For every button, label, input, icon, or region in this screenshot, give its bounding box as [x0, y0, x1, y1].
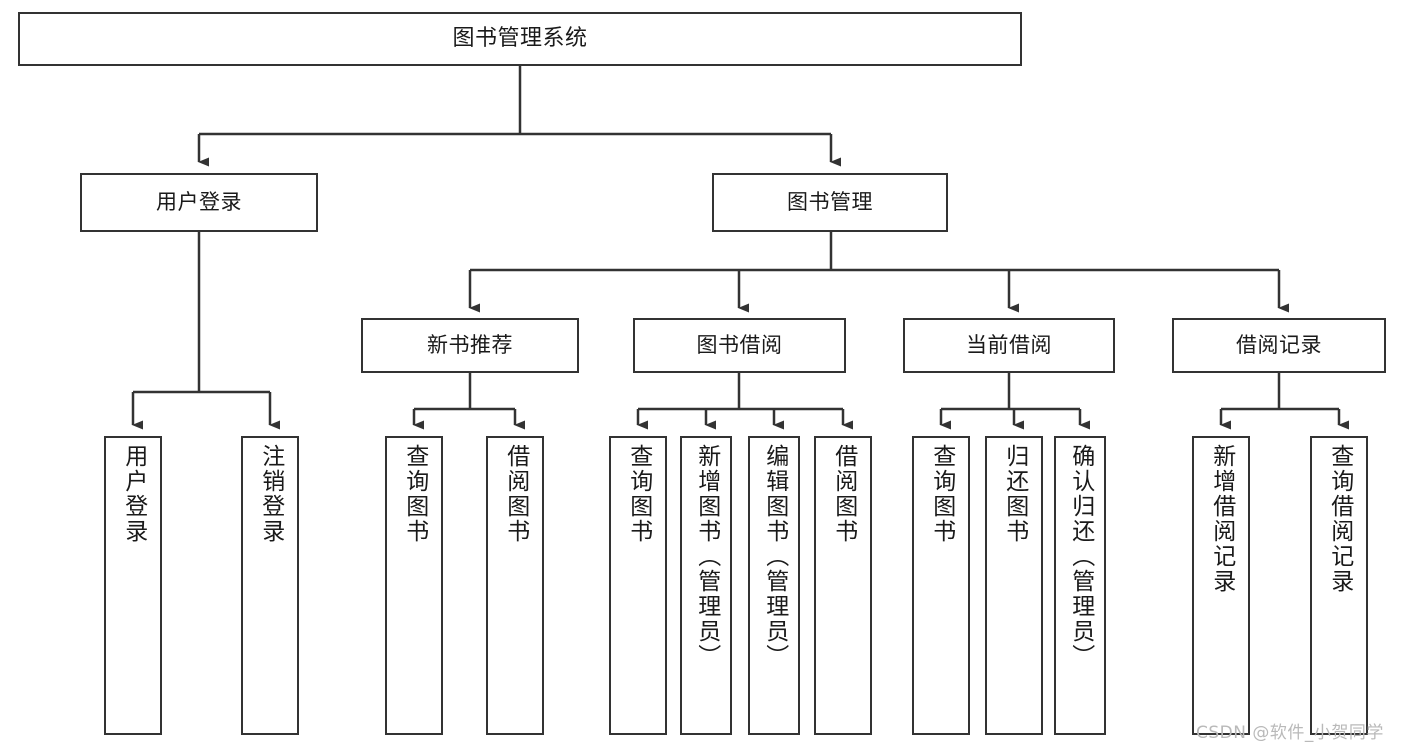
csdn-watermark: CSDN @软件_小贺同学 — [1196, 723, 1384, 743]
node-new-book-rec-label: 新书推荐 — [427, 333, 513, 358]
node-leaf-br-query-label: 查询借阅记录 — [1326, 444, 1353, 594]
node-book-manage-label: 图书管理 — [787, 190, 873, 215]
node-current-borrow-label: 当前借阅 — [966, 333, 1052, 358]
node-leaf-br-query[interactable]: 查询借阅记录 — [1310, 436, 1368, 735]
node-leaf-bb-borrow-label: 借阅图书 — [830, 444, 857, 544]
node-root[interactable]: 图书管理系统 — [18, 12, 1022, 66]
node-leaf-cb-confirm[interactable]: 确认归还（管理员） — [1054, 436, 1106, 735]
node-leaf-user-logout-label: 注销登录 — [257, 444, 284, 544]
node-leaf-bb-borrow[interactable]: 借阅图书 — [814, 436, 872, 735]
node-leaf-user-logout[interactable]: 注销登录 — [241, 436, 299, 735]
node-borrow-record-label: 借阅记录 — [1236, 333, 1322, 358]
node-leaf-cb-confirm-label: 确认归还（管理员） — [1067, 444, 1094, 669]
node-leaf-br-add[interactable]: 新增借阅记录 — [1192, 436, 1250, 735]
node-current-borrow[interactable]: 当前借阅 — [903, 318, 1115, 373]
node-leaf-bb-edit[interactable]: 编辑图书（管理员） — [748, 436, 800, 735]
node-leaf-cb-return[interactable]: 归还图书 — [985, 436, 1043, 735]
node-leaf-rec-borrow[interactable]: 借阅图书 — [486, 436, 544, 735]
node-leaf-cb-query-label: 查询图书 — [928, 444, 955, 544]
node-leaf-bb-edit-label: 编辑图书（管理员） — [761, 444, 788, 669]
node-leaf-user-login-label: 用户登录 — [120, 444, 147, 544]
node-root-label: 图书管理系统 — [452, 26, 588, 52]
node-leaf-rec-query[interactable]: 查询图书 — [385, 436, 443, 735]
node-book-manage[interactable]: 图书管理 — [712, 173, 948, 232]
node-user-login-label: 用户登录 — [156, 190, 242, 215]
node-leaf-cb-query[interactable]: 查询图书 — [912, 436, 970, 735]
node-book-borrow-label: 图书借阅 — [696, 333, 783, 358]
node-leaf-br-add-label: 新增借阅记录 — [1208, 444, 1235, 594]
node-borrow-record[interactable]: 借阅记录 — [1172, 318, 1386, 373]
node-leaf-bb-add-label: 新增图书（管理员） — [693, 444, 720, 669]
node-new-book-rec[interactable]: 新书推荐 — [361, 318, 579, 373]
node-book-borrow[interactable]: 图书借阅 — [633, 318, 846, 373]
node-leaf-user-login[interactable]: 用户登录 — [104, 436, 162, 735]
node-user-login[interactable]: 用户登录 — [80, 173, 318, 232]
node-leaf-bb-query-label: 查询图书 — [625, 444, 652, 544]
node-leaf-rec-borrow-label: 借阅图书 — [502, 444, 529, 544]
node-leaf-bb-add[interactable]: 新增图书（管理员） — [680, 436, 732, 735]
node-leaf-rec-query-label: 查询图书 — [401, 444, 428, 544]
node-leaf-bb-query[interactable]: 查询图书 — [609, 436, 667, 735]
node-leaf-cb-return-label: 归还图书 — [1001, 444, 1028, 544]
